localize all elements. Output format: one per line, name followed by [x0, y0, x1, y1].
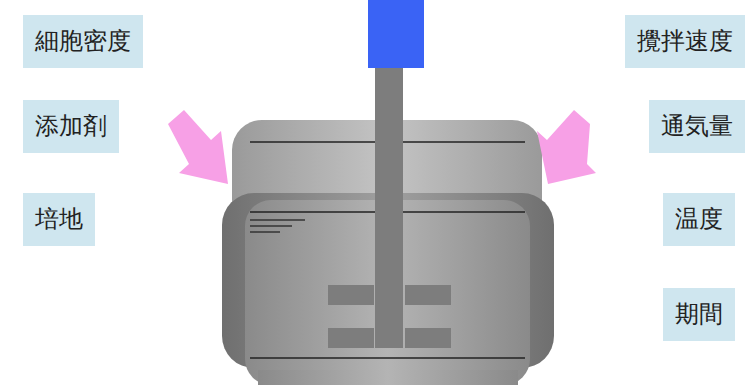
input-arrow: [537, 110, 596, 184]
parameter-box: 細胞密度: [23, 15, 143, 68]
vessel-bottom: [258, 370, 518, 385]
impeller: [328, 328, 374, 348]
level-mark: [250, 231, 280, 233]
parameter-label: 細胞密度: [35, 27, 131, 56]
parameter-box: 通気量: [649, 100, 745, 153]
parameter-box: 攪拌速度: [625, 15, 745, 68]
motor: [368, 0, 424, 68]
parameter-label: 通気量: [661, 112, 733, 141]
parameter-box: 期間: [663, 288, 735, 341]
impeller: [328, 285, 374, 305]
parameter-label: 期間: [675, 300, 723, 329]
level-mark: [250, 225, 292, 227]
parameter-label: 温度: [675, 205, 723, 234]
shaft: [375, 68, 403, 348]
level-mark: [250, 219, 305, 221]
parameter-box: 培地: [23, 193, 95, 246]
impeller: [405, 328, 451, 348]
impeller: [405, 285, 451, 305]
vessel-line: [250, 357, 525, 359]
input-arrow: [168, 110, 228, 184]
parameter-label: 培地: [35, 205, 83, 234]
parameter-box: 添加剤: [23, 100, 119, 153]
parameter-label: 攪拌速度: [637, 27, 733, 56]
parameter-label: 添加剤: [35, 112, 107, 141]
parameter-box: 温度: [663, 193, 735, 246]
